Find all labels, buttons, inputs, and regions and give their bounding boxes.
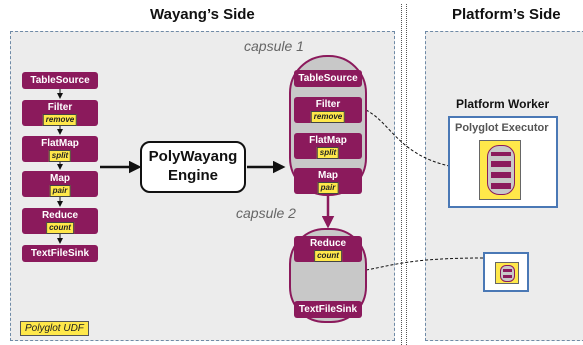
udf-split: split: [316, 147, 340, 159]
capsule1-label: capsule 1: [244, 38, 304, 54]
op-text-file-sink: TextFileSink: [22, 245, 98, 262]
udf-remove: remove: [310, 111, 346, 123]
engine-line2: Engine: [167, 167, 218, 184]
udf-split: split: [48, 150, 72, 162]
op-reduce: Reduce count: [294, 236, 362, 262]
op-flatmap: FlatMap split: [294, 133, 362, 159]
op-map: Map pair: [22, 171, 98, 197]
platform-side-title: Platform’s Side: [452, 6, 561, 23]
udf-remove: remove: [42, 114, 78, 126]
udf-count: count: [46, 222, 74, 234]
udf-count: count: [314, 250, 342, 262]
engine-line1: PolyWayang: [148, 148, 238, 166]
capsule2-label: capsule 2: [236, 205, 296, 221]
separator-line: [406, 4, 407, 345]
executor-capsule-thumbnail: [495, 262, 519, 284]
op-text-file-sink: TextFileSink: [294, 301, 362, 318]
op-table-source: TableSource: [22, 72, 98, 89]
op-reduce: Reduce count: [22, 208, 98, 234]
capsule-1: TableSource Filter remove FlatMap split …: [289, 55, 367, 196]
executor-capsule-thumbnail: [479, 140, 521, 200]
op-filter: Filter remove: [294, 97, 362, 123]
platform-worker-label: Platform Worker: [456, 97, 550, 111]
polywayang-engine: PolyWayang Engine: [140, 141, 246, 193]
op-map: Map pair: [294, 168, 362, 194]
polyglot-executor-small: [483, 252, 529, 292]
op-table-source: TableSource: [294, 70, 362, 87]
capsule-2: Reduce count TextFileSink: [289, 228, 367, 323]
op-filter: Filter remove: [22, 100, 98, 126]
udf-pair: pair: [49, 185, 71, 197]
polyglot-executor-label: Polyglot Executor: [455, 122, 549, 134]
op-flatmap: FlatMap split: [22, 136, 98, 162]
separator-line: [401, 4, 402, 345]
udf-pair: pair: [317, 182, 339, 194]
polyglot-executor: Polyglot Executor: [448, 116, 558, 208]
wayang-side-title: Wayang’s Side: [150, 6, 255, 23]
legend-polyglot-udf: Polyglot UDF: [20, 321, 89, 336]
